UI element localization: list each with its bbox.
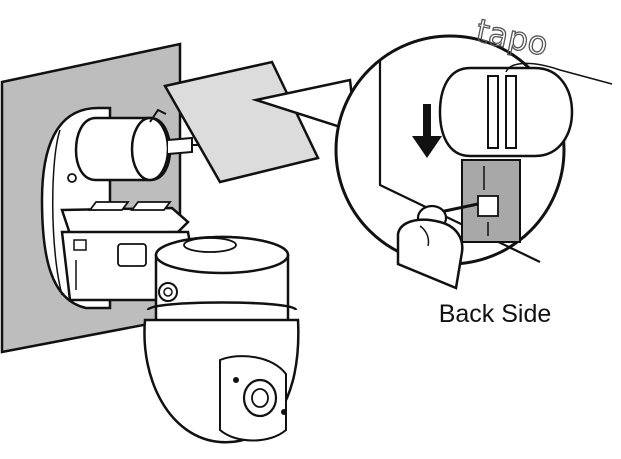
camera-head — [143, 235, 300, 444]
down-arrow-icon — [412, 104, 442, 158]
adapter-plug-closeup — [396, 202, 479, 290]
device-slider — [438, 62, 613, 158]
power-socket — [461, 159, 521, 243]
template-paper — [163, 60, 320, 184]
back-side-caption: Back Side — [438, 300, 552, 328]
bracket-frame — [60, 201, 190, 236]
power-adapter — [74, 108, 202, 182]
